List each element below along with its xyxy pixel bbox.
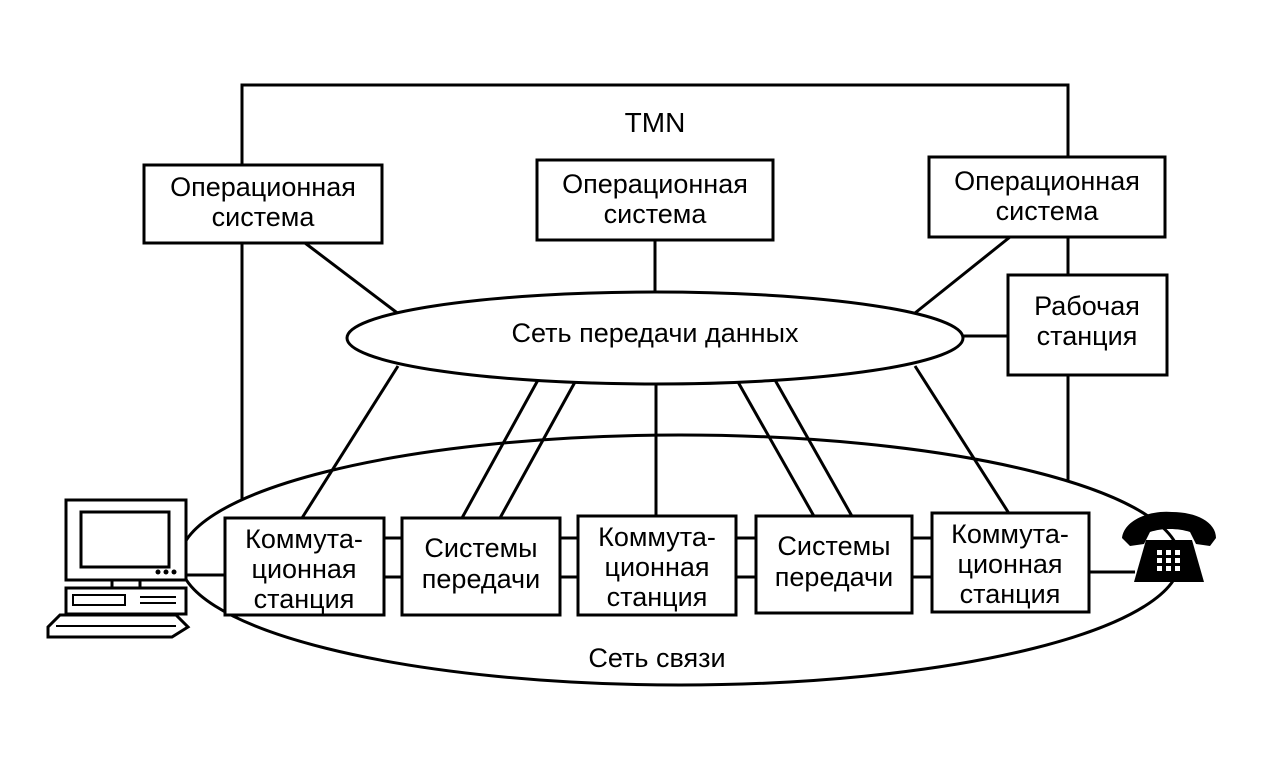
- tmn-title: TMN: [625, 107, 686, 138]
- ne3-line1: Коммута-: [598, 522, 716, 552]
- os1-line1: Операционная: [170, 172, 356, 202]
- workstation-line1: Рабочая: [1034, 291, 1140, 321]
- os1-line2: система: [212, 202, 316, 232]
- link-dcn-ne1: [300, 365, 400, 519]
- data-network-ellipse: [345, 290, 965, 386]
- link-dcn-ne2b: [498, 381, 577, 519]
- os2-line2: система: [604, 199, 708, 229]
- comm-network-label: Сеть связи: [588, 643, 725, 673]
- operating-system-1[interactable]: Операционная система: [142, 163, 384, 245]
- ne1-line2: ционная: [251, 554, 356, 584]
- link-os1-dcn: [304, 241, 401, 317]
- ne3-line3: станция: [607, 582, 708, 612]
- transmission-system-2[interactable]: Системы передачи: [754, 514, 914, 615]
- ne1-line1: Коммута-: [245, 524, 363, 554]
- ne2-line1: Системы: [424, 533, 537, 563]
- data-network-label: Сеть передачи данных: [512, 318, 799, 348]
- switching-station-2[interactable]: Коммута- ционная станция: [576, 514, 738, 617]
- link-os3-dcn: [914, 235, 1011, 315]
- link-dcn-ne5: [913, 365, 1012, 516]
- switching-station-3[interactable]: Коммута- ционная станция: [930, 511, 1091, 614]
- ne5-line1: Коммута-: [951, 519, 1069, 549]
- ne4-line1: Системы: [777, 531, 890, 561]
- operating-system-2[interactable]: Операционная система: [535, 158, 775, 242]
- ne4-line2: передачи: [775, 562, 893, 592]
- os2-line1: Операционная: [562, 169, 748, 199]
- ne1-line3: станция: [254, 584, 355, 614]
- operating-system-3[interactable]: Операционная система: [927, 155, 1167, 239]
- ne5-line2: ционная: [957, 549, 1062, 579]
- computer-terminal-icon[interactable]: [46, 498, 191, 639]
- os3-line2: система: [996, 196, 1100, 226]
- ne5-line3: станция: [960, 579, 1061, 609]
- link-dcn-ne4a: [736, 381, 817, 519]
- link-dcn-ne4b: [773, 379, 855, 519]
- workstation[interactable]: Рабочая станция: [1006, 273, 1169, 377]
- transmission-system-1[interactable]: Системы передачи: [400, 516, 562, 617]
- ne2-line2: передачи: [422, 564, 540, 594]
- switching-station-1[interactable]: Коммута- ционная станция: [223, 516, 386, 617]
- os3-line1: Операционная: [954, 166, 1140, 196]
- workstation-line2: станция: [1037, 321, 1138, 351]
- link-dcn-ne2a: [460, 379, 540, 519]
- ne3-line2: ционная: [604, 552, 709, 582]
- telephone-icon[interactable]: [1122, 511, 1216, 582]
